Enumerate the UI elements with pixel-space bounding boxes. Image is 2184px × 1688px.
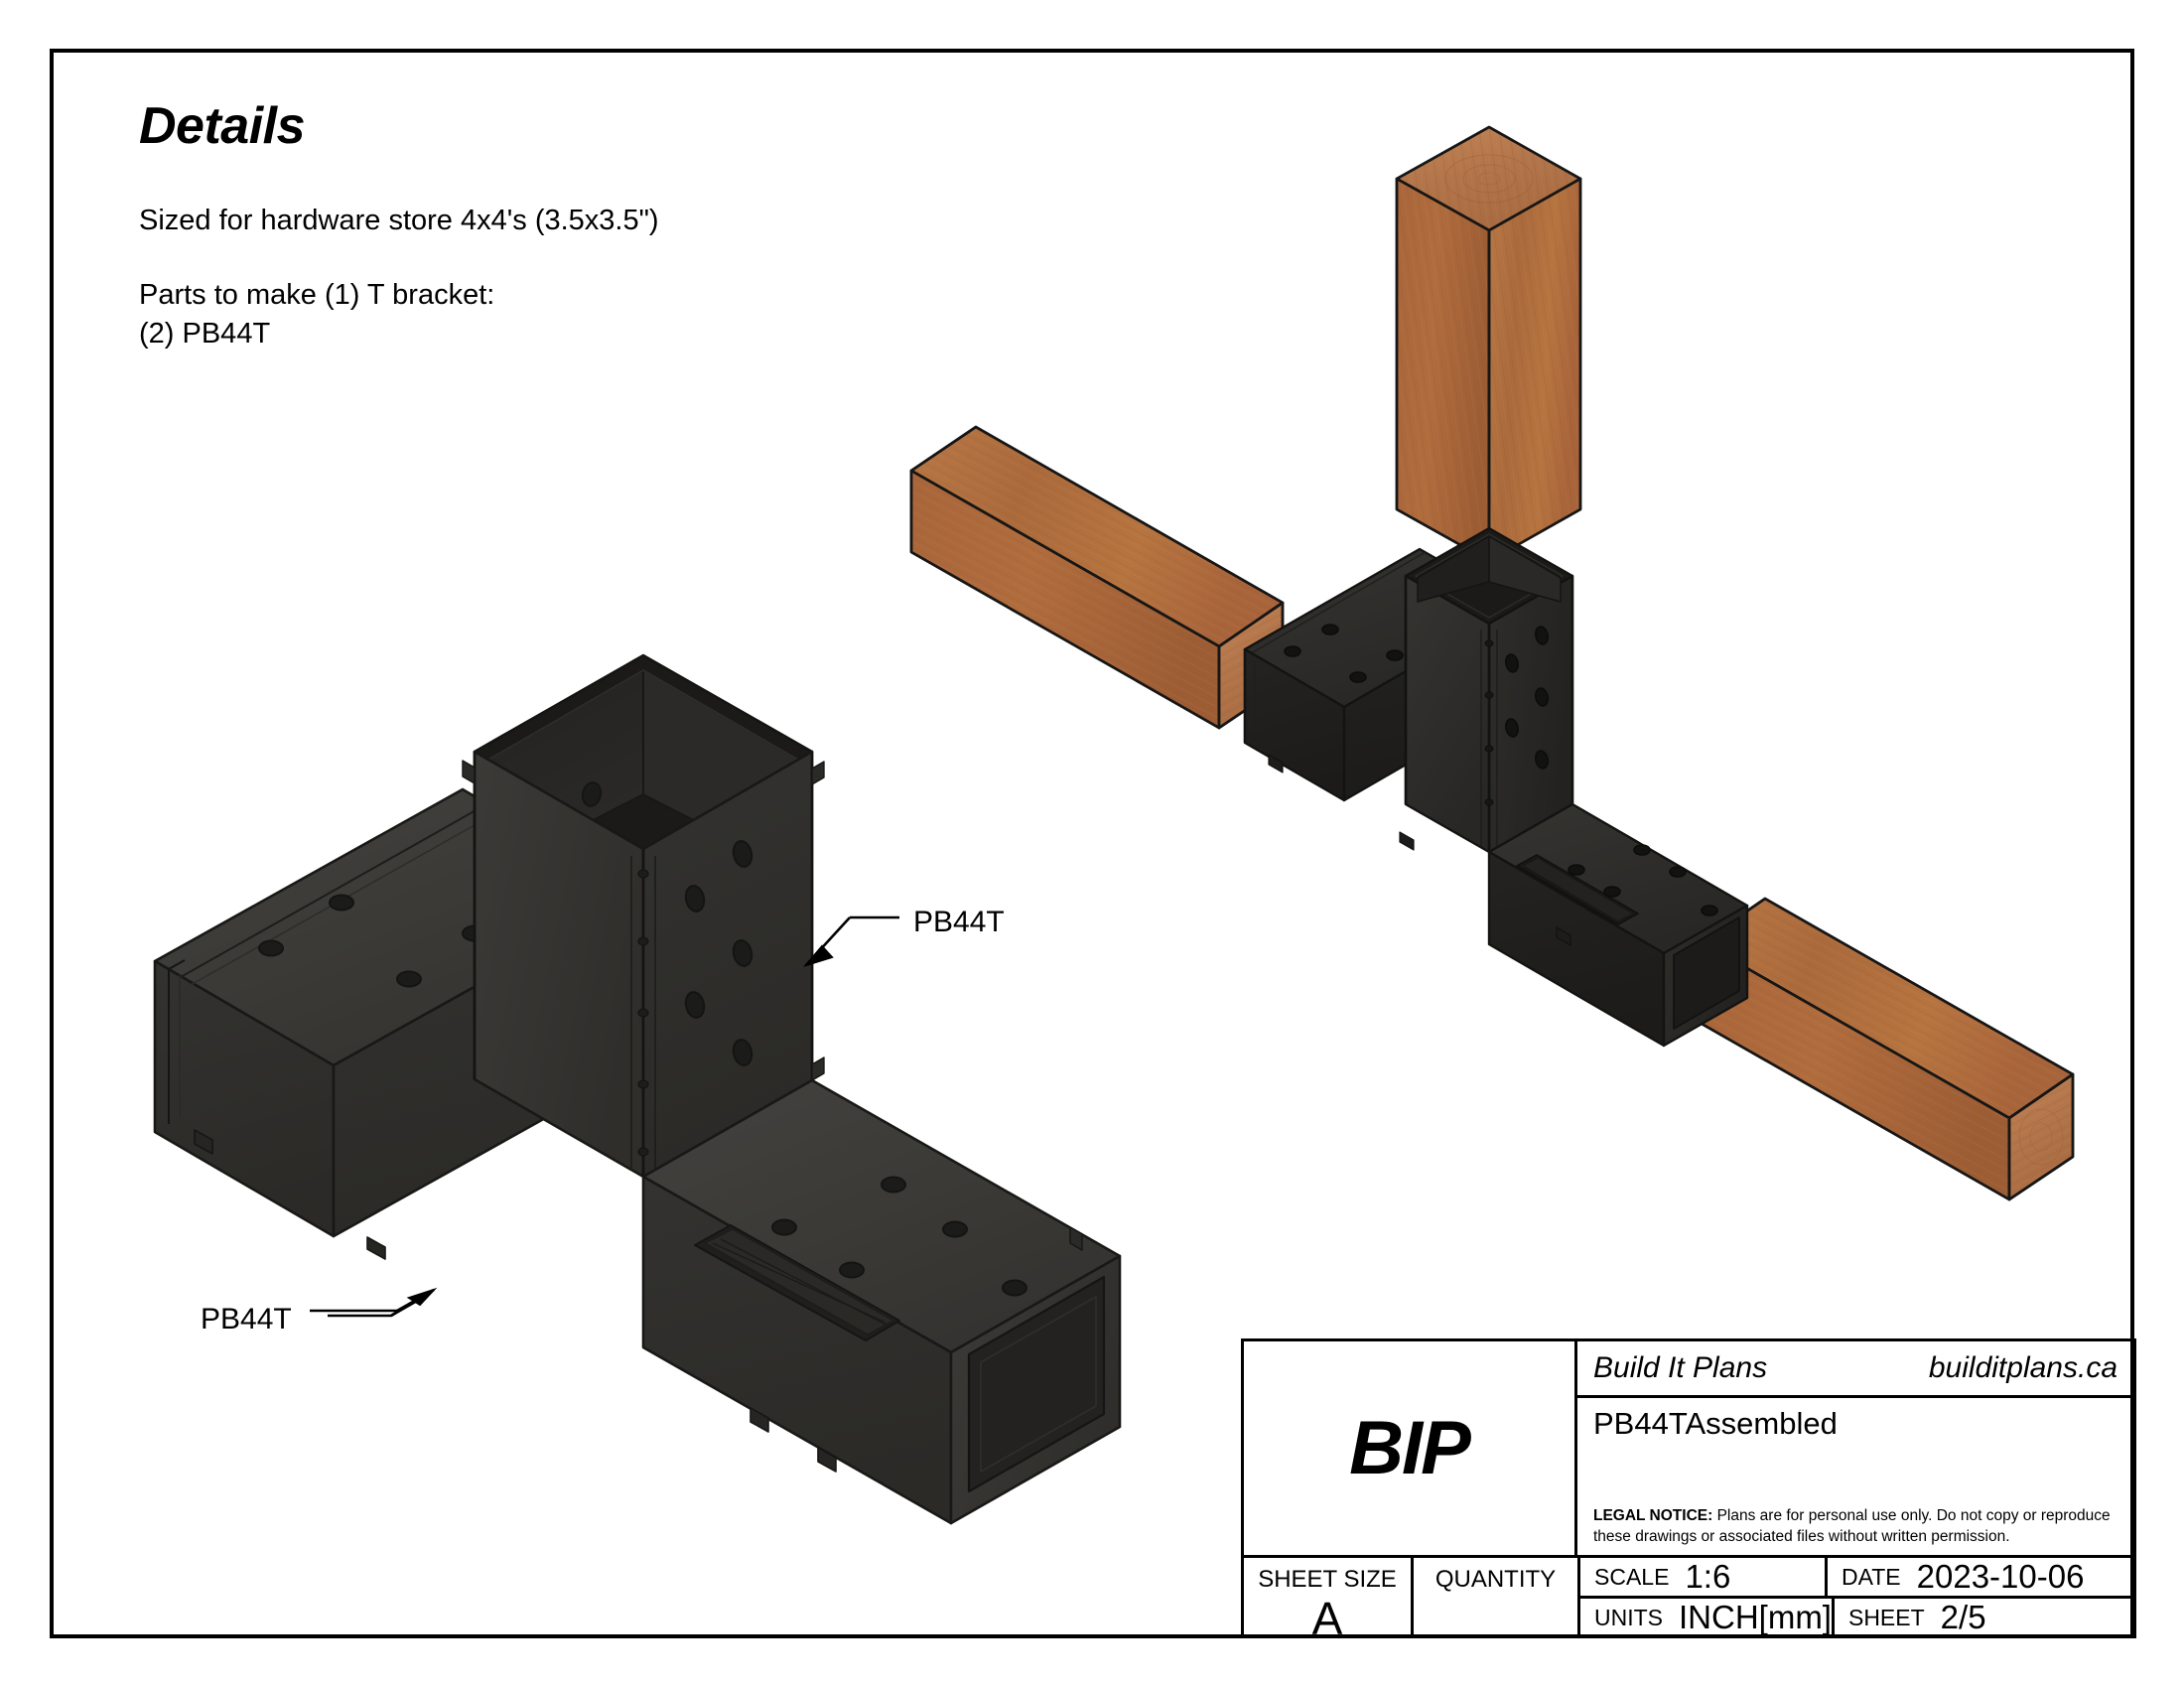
- part-row: PB44TAssembled LEGAL NOTICE: Plans are f…: [1577, 1398, 2133, 1555]
- units-sheet-row: UNITS INCH[mm] SHEET 2/5: [1580, 1599, 2133, 1636]
- title-block-upper: BIP Build It Plans builditplans.ca PB44T…: [1244, 1341, 2133, 1558]
- note-spacer: [139, 240, 1032, 276]
- scale-label: SCALE: [1594, 1563, 1670, 1590]
- part-name: PB44TAssembled: [1593, 1406, 1838, 1441]
- quantity-label: QUANTITY: [1434, 1566, 1557, 1593]
- page-title: Details: [139, 97, 306, 155]
- note-parts-item: (2) PB44T: [139, 317, 271, 350]
- legal-notice: LEGAL NOTICE: Plans are for personal use…: [1593, 1506, 2121, 1547]
- scale-cell: SCALE 1:6: [1580, 1558, 1828, 1596]
- scale-units-group: SCALE 1:6 DATE 2023-10-06 UNITS INCH[mm]…: [1580, 1558, 2133, 1636]
- quantity-cell: QUANTITY: [1414, 1558, 1580, 1636]
- sheet-value: 2/5: [1940, 1599, 1986, 1635]
- bip-logo: BIP: [1349, 1406, 1471, 1490]
- logo-cell: BIP: [1244, 1341, 1577, 1555]
- units-cell: UNITS INCH[mm]: [1580, 1599, 1835, 1636]
- sheet-size-label: SHEET SIZE: [1258, 1566, 1397, 1593]
- note-parts-heading: Parts to make (1) T bracket:: [139, 278, 495, 311]
- legal-notice-text: Plans are for personal use only. Do not …: [1593, 1507, 2111, 1545]
- date-label: DATE: [1842, 1563, 1901, 1590]
- drawing-border: [50, 49, 2134, 1638]
- note-sizing: Sized for hardware store 4x4's (3.5x3.5"…: [139, 204, 659, 236]
- date-cell: DATE 2023-10-06: [1828, 1558, 2133, 1596]
- units-label: UNITS: [1594, 1604, 1663, 1630]
- callout-label-pb44t-lower: PB44T: [201, 1303, 292, 1336]
- sheet-number-cell: SHEET 2/5: [1835, 1599, 2133, 1636]
- callout-label-pb44t-upper: PB44T: [913, 906, 1005, 938]
- legal-notice-label: LEGAL NOTICE:: [1593, 1507, 1713, 1525]
- sheet-size-value: A: [1311, 1593, 1343, 1644]
- title-block-lower: SHEET SIZE A QUANTITY SCALE 1:6 DATE 202…: [1244, 1558, 2133, 1644]
- details-notes-block: Details Sized for hardware store 4x4's (…: [139, 99, 1032, 353]
- scale-date-row: SCALE 1:6 DATE 2023-10-06: [1580, 1558, 2133, 1599]
- brand-row: Build It Plans builditplans.ca: [1577, 1341, 2133, 1398]
- units-value: INCH[mm]: [1679, 1599, 1832, 1635]
- sheet-label: SHEET: [1847, 1604, 1925, 1630]
- date-value: 2023-10-06: [1916, 1558, 2085, 1595]
- title-block-info: Build It Plans builditplans.ca PB44TAsse…: [1577, 1341, 2133, 1555]
- title-block: BIP Build It Plans builditplans.ca PB44T…: [1241, 1338, 2136, 1644]
- sheet-size-cell: SHEET SIZE A: [1244, 1558, 1414, 1644]
- scale-value: 1:6: [1685, 1558, 1731, 1595]
- website-url: builditplans.ca: [1928, 1351, 2117, 1384]
- company-name: Build It Plans: [1593, 1351, 1768, 1384]
